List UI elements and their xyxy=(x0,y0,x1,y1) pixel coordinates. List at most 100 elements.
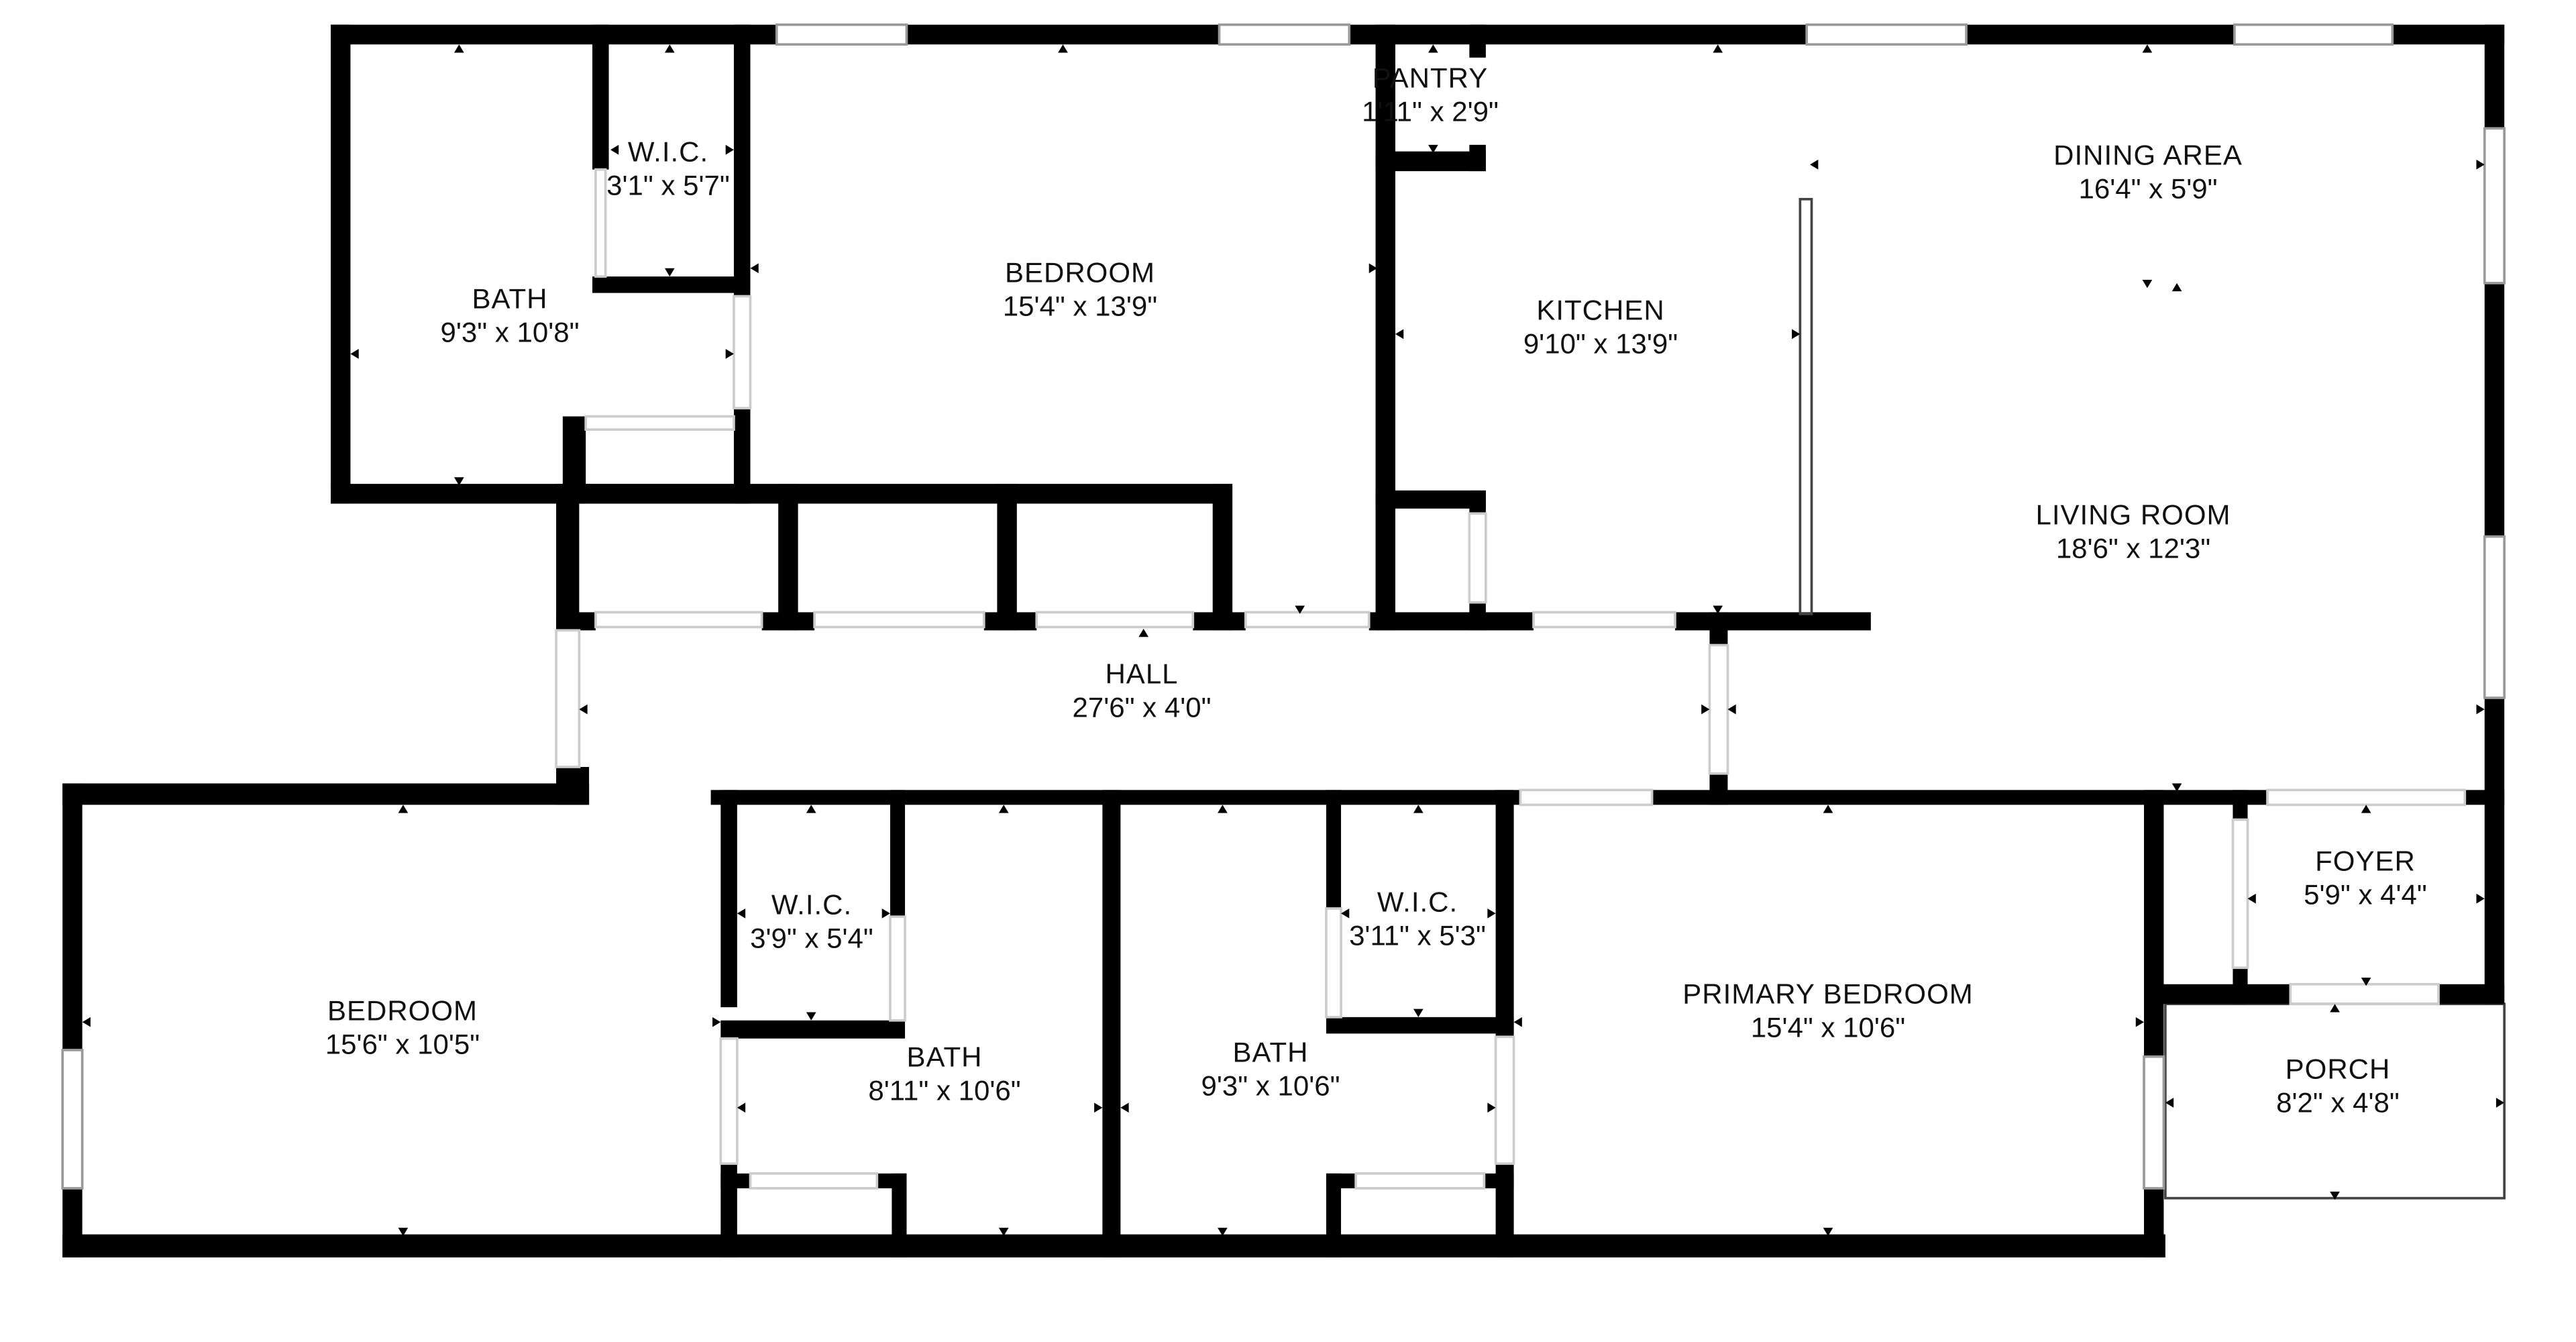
wall xyxy=(2484,282,2505,537)
tick-marker xyxy=(2171,282,2182,292)
wall xyxy=(720,790,737,1008)
dimension-ticks xyxy=(82,44,2505,1237)
tick-marker xyxy=(664,268,675,277)
tick-marker xyxy=(725,348,734,359)
windows xyxy=(61,23,2506,1190)
wall xyxy=(556,484,1230,504)
tick-marker xyxy=(2142,44,2153,53)
room-label-living-room: LIVING ROOM 18'6" x 12'3" xyxy=(2035,499,2231,566)
opening xyxy=(719,1037,739,1165)
opening xyxy=(2289,982,2440,1006)
wall xyxy=(62,783,590,805)
tick-marker xyxy=(737,1102,746,1113)
room-dimensions: 3'11" x 5'3" xyxy=(1349,920,1486,951)
room-dimensions: 27'6" x 4'0" xyxy=(1072,692,1212,723)
wall xyxy=(1484,1173,1514,1188)
wall xyxy=(592,276,749,293)
room-name: BEDROOM xyxy=(1004,256,1155,289)
wall xyxy=(1469,490,1486,514)
room-dimensions: 15'4" x 10'6" xyxy=(1750,1012,1906,1043)
window xyxy=(1218,23,1351,46)
tick-marker xyxy=(1094,1102,1103,1113)
opening xyxy=(1519,788,1654,807)
tick-marker xyxy=(806,1012,816,1021)
tick-marker xyxy=(1395,329,1404,340)
tick-marker xyxy=(1413,805,1424,813)
walls xyxy=(62,24,2505,1257)
room-dimensions: 15'4" x 13'9" xyxy=(1002,291,1158,322)
tick-marker xyxy=(1701,704,1710,715)
wall xyxy=(906,24,1220,45)
wall xyxy=(556,612,596,631)
opening xyxy=(1354,1172,1486,1190)
wall xyxy=(1469,24,1486,58)
tick-marker xyxy=(1120,1102,1129,1113)
tick-marker xyxy=(1727,704,1736,715)
wall xyxy=(2149,790,2267,805)
room-name: DINING AREA xyxy=(2053,139,2243,171)
room-name: BEDROOM xyxy=(327,994,478,1027)
opening xyxy=(1035,611,1195,629)
window xyxy=(1805,23,1968,46)
tick-marker xyxy=(1341,908,1350,919)
tick-marker xyxy=(2171,783,2182,792)
wall xyxy=(2143,984,2291,1004)
window xyxy=(2143,1055,2165,1190)
room-name: PRIMARY BEDROOM xyxy=(1682,978,1974,1010)
openings xyxy=(555,168,2467,1190)
wall xyxy=(720,1173,751,1188)
tick-marker xyxy=(350,348,359,359)
tick-marker xyxy=(1058,44,1068,53)
tick-marker xyxy=(1487,1102,1496,1113)
room-label-dining-area: DINING AREA 16'4" x 5'9" xyxy=(2053,139,2243,207)
tick-marker xyxy=(1487,908,1496,919)
room-label-bath-south-1: BATH 8'11" x 10'6" xyxy=(868,1041,1020,1108)
room-dimensions: 8'2" x 4'8" xyxy=(2276,1087,2400,1119)
wall xyxy=(2143,790,2164,1057)
tick-marker xyxy=(82,1017,91,1027)
wall xyxy=(1326,1173,1342,1257)
tick-marker xyxy=(1513,1017,1522,1027)
opening xyxy=(1708,643,1729,775)
tick-marker xyxy=(2165,1098,2174,1108)
opening xyxy=(1325,907,1342,1019)
window xyxy=(61,1049,84,1190)
tick-marker xyxy=(2135,1017,2144,1027)
wall xyxy=(592,24,609,170)
wall xyxy=(2438,984,2505,1004)
room-name: KITCHEN xyxy=(1536,294,1665,326)
room-name: FOYER xyxy=(2315,845,2416,877)
wall xyxy=(1375,24,1395,631)
tick-marker xyxy=(1823,1227,1833,1237)
room-label-bath-nw: BATH 9'3" x 10'8" xyxy=(441,282,580,350)
room-dimensions: 3'1" x 5'7" xyxy=(606,170,730,201)
room-name: W.I.C. xyxy=(627,136,709,168)
room-name: PORCH xyxy=(2285,1053,2391,1085)
window xyxy=(775,23,908,46)
wall xyxy=(997,484,1017,631)
tick-marker xyxy=(725,144,734,155)
tick-marker xyxy=(1138,628,1149,637)
kitchen-counter-line xyxy=(1799,197,1813,615)
tick-marker xyxy=(2476,893,2485,904)
wall xyxy=(778,484,798,631)
tick-marker xyxy=(2361,977,2371,986)
opening xyxy=(2231,818,2249,970)
opening xyxy=(584,415,735,431)
opening xyxy=(555,629,581,768)
opening xyxy=(1532,611,1676,629)
tick-marker xyxy=(1218,1227,1228,1237)
wall xyxy=(2233,968,2248,1004)
room-dimensions: 3'9" x 5'4" xyxy=(750,923,873,954)
room-dimensions: 9'3" x 10'6" xyxy=(1201,1070,1340,1102)
wall xyxy=(2465,790,2505,805)
room-name: LIVING ROOM xyxy=(2035,499,2231,531)
wall xyxy=(1349,24,1807,45)
window xyxy=(2483,535,2506,699)
wall xyxy=(1375,490,1486,509)
tick-marker xyxy=(664,44,675,53)
tick-marker xyxy=(998,805,1009,813)
tick-marker xyxy=(737,908,746,919)
room-name: BATH xyxy=(472,282,548,315)
